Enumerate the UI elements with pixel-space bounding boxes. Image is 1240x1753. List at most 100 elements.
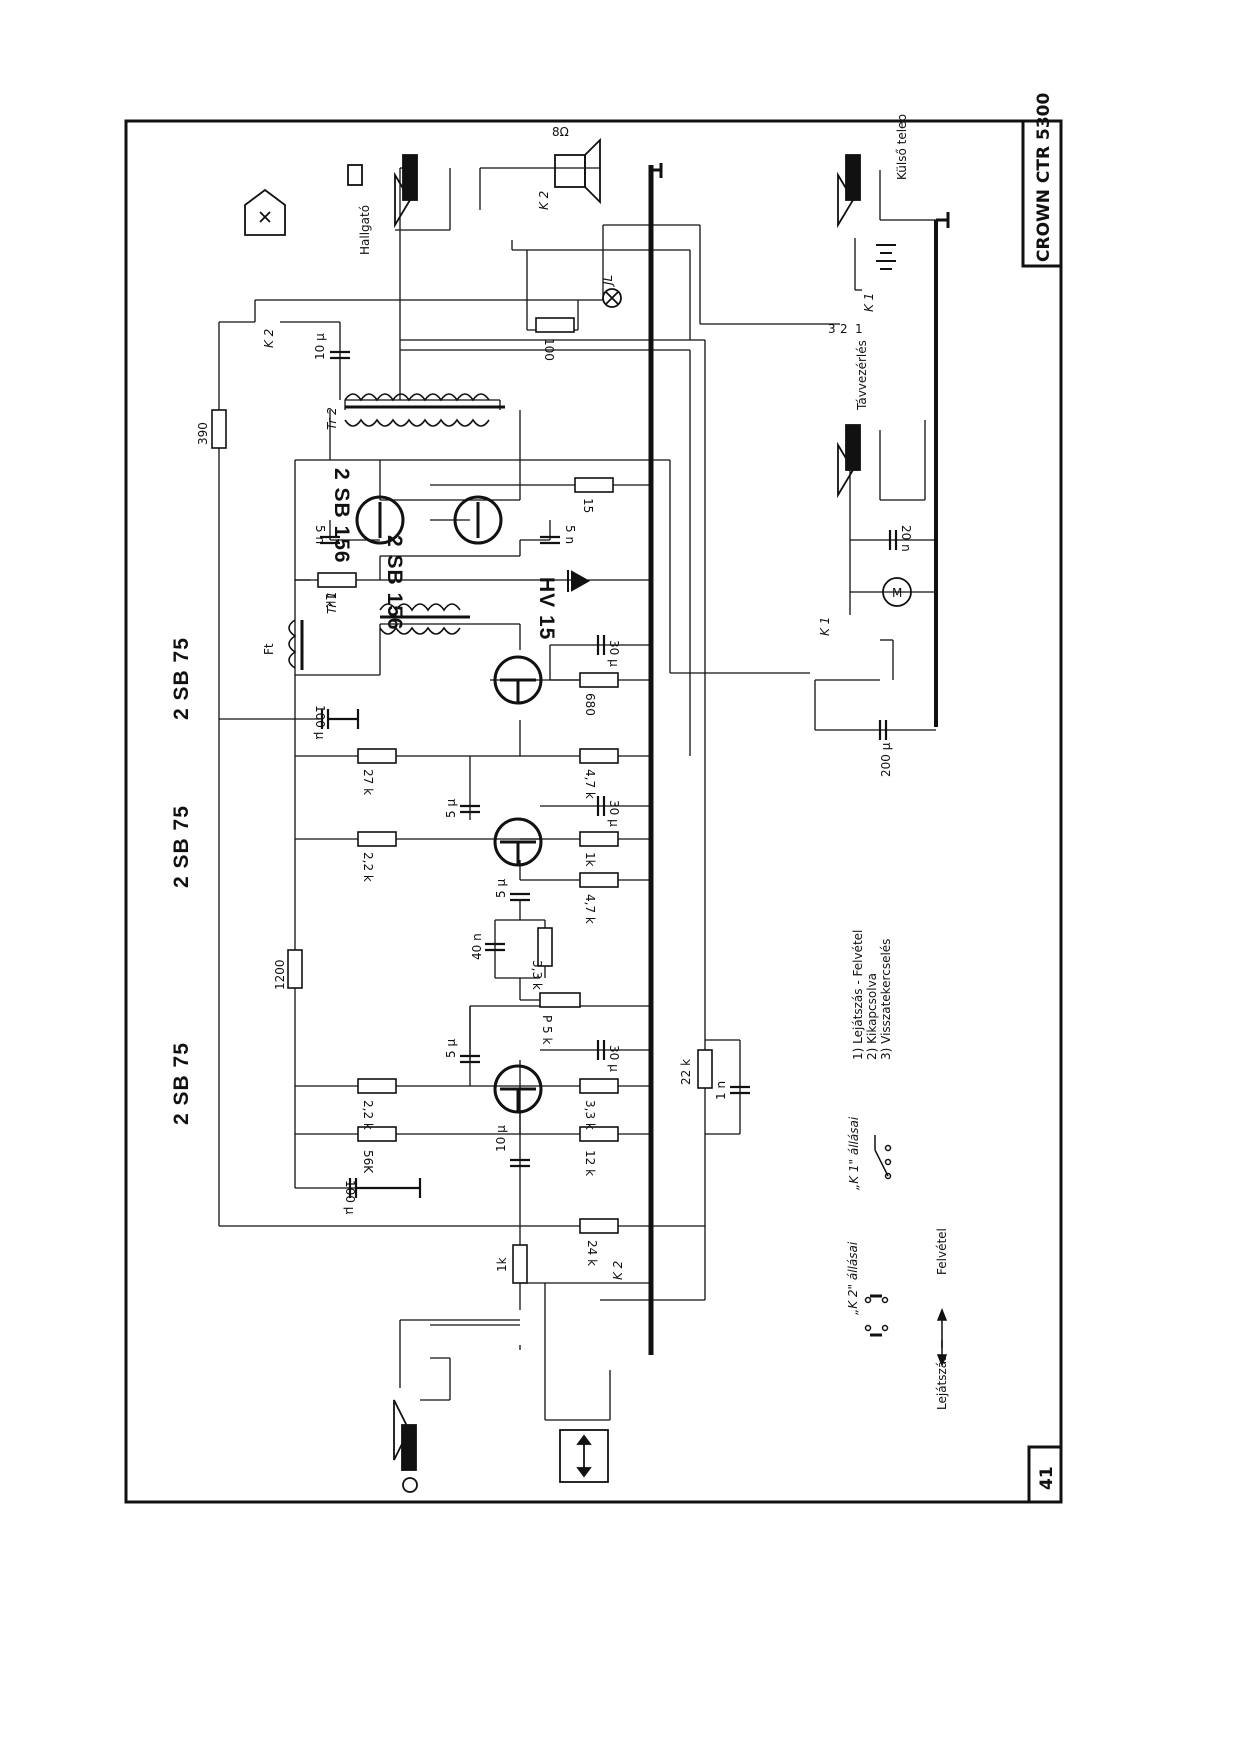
- label-stage3-transistor: 2 SB 75: [170, 637, 193, 720]
- svg-text:Tr 2: Tr 2: [325, 407, 339, 430]
- legend-k1-item-3: 3) Visszatekercselés: [879, 939, 893, 1060]
- svg-text:8Ω: 8Ω: [552, 125, 569, 139]
- svg-text:100 μ: 100 μ: [343, 1180, 357, 1215]
- resistor-390: [211, 409, 227, 449]
- resistor-1200: [287, 949, 303, 989]
- svg-text:1: 1: [855, 322, 863, 336]
- svg-text:200 μ: 200 μ: [879, 742, 893, 777]
- capacitor-40n: [485, 942, 505, 952]
- capacitor-5u-b: [510, 892, 530, 902]
- transistor-stage2: [493, 817, 543, 867]
- svg-text:24 k: 24 k: [585, 1240, 599, 1266]
- svg-text:K 2: K 2: [611, 1261, 625, 1280]
- svg-text:5 n: 5 n: [563, 525, 577, 544]
- svg-text:5 μ: 5 μ: [444, 1039, 458, 1058]
- page-number: 41: [1037, 1466, 1057, 1490]
- svg-text:30 μ: 30 μ: [607, 640, 621, 667]
- title-block: CROWN CTR 5300: [1021, 93, 1063, 268]
- main-rails: [218, 163, 950, 1355]
- capacitor-20n: [888, 530, 898, 550]
- legend-k1-item-1: 1) Lejátszás - Felvétel: [851, 930, 865, 1060]
- capacitor-100u-b: [320, 709, 360, 729]
- resistor-33k: [579, 1078, 619, 1094]
- remote-control-jack-icon: [837, 424, 861, 499]
- svg-text:4,7 k: 4,7 k: [583, 769, 597, 799]
- resistor-1k-c: [317, 572, 357, 588]
- svg-text:27 k: 27 k: [361, 769, 375, 795]
- svg-text:Hallgató: Hallgató: [358, 205, 372, 255]
- svg-text:2: 2: [840, 322, 848, 336]
- lamp-jl-icon: [602, 288, 622, 308]
- capacitor-5u-a: [460, 1054, 480, 1064]
- legend-k2-right-label: Felvétel: [935, 1228, 949, 1275]
- svg-text:2,2 k: 2,2 k: [361, 852, 375, 882]
- svg-text:5 μ: 5 μ: [444, 799, 458, 818]
- transistor-push-pull-b: [453, 495, 503, 545]
- motor-icon: [882, 577, 912, 607]
- legend-k2: „K 2" állásai Lejátszás Felvétel: [846, 1228, 949, 1410]
- label-stage1-transistor: 2 SB 75: [170, 1042, 193, 1125]
- resistor-22k-b: [357, 831, 397, 847]
- component-labels: 390 1200 1k 24 k 56K 12 k 2,2 k 3,3 k 2,…: [196, 333, 913, 1272]
- svg-text:3,3 k: 3,3 k: [583, 1100, 597, 1130]
- capacitor-30u-c: [596, 635, 606, 655]
- capacitor-5n-a: [320, 535, 340, 545]
- svg-text:10 μ: 10 μ: [494, 1125, 508, 1152]
- transformer-tr1: [379, 603, 470, 635]
- diagram-frame: [124, 119, 1063, 1504]
- svg-text:P 5 k: P 5 k: [540, 1015, 554, 1045]
- resistor-22k-a: [357, 1078, 397, 1094]
- legend-k1-item-2: 2) Kikapcsolva: [865, 973, 879, 1060]
- capacitor-1n: [730, 1085, 750, 1095]
- svg-text:1k: 1k: [583, 852, 597, 867]
- label-stage2-transistor: 2 SB 75: [170, 805, 193, 888]
- legend-k1: „K 1" állásai 1) Lejátszás - Felvétel 2)…: [847, 930, 893, 1190]
- resistor-1k-b: [579, 831, 619, 847]
- svg-text:3,3 k: 3,3 k: [530, 960, 544, 990]
- svg-text:12 k: 12 k: [583, 1150, 597, 1176]
- capacitors: [320, 350, 898, 1198]
- resistor-680: [579, 672, 619, 688]
- resistor-1k-in: [512, 1244, 528, 1284]
- svg-text:K 1: K 1: [818, 617, 832, 636]
- capacitor-30u-a: [596, 1040, 606, 1060]
- headphone-jack-icon: [347, 154, 418, 229]
- svg-text:K 2: K 2: [537, 191, 551, 210]
- svg-text:22 k: 22 k: [679, 1059, 693, 1085]
- title: CROWN CTR 5300: [1034, 93, 1054, 262]
- svg-text:Külső telep: Külső telep: [895, 114, 909, 180]
- record-head-icon: [559, 1429, 609, 1483]
- svg-text:1200: 1200: [273, 959, 287, 990]
- svg-text:Ft: Ft: [262, 643, 276, 655]
- input-jack-icon: [393, 1399, 418, 1493]
- svg-text:4,7 k: 4,7 k: [583, 894, 597, 924]
- svg-text:390: 390: [196, 422, 210, 445]
- resistor-27k: [357, 748, 397, 764]
- transistor-labels: 2 SB 75 2 SB 75 2 SB 75 2 SB 156 2 SB 15…: [170, 468, 558, 1125]
- svg-text:5 μ: 5 μ: [494, 879, 508, 898]
- svg-text:40 n: 40 n: [470, 933, 484, 960]
- svg-text:K 1: K 1: [862, 293, 876, 312]
- resistor-22k-big: [697, 1049, 713, 1089]
- resistor-12k: [579, 1126, 619, 1142]
- legend-k2-left-label: Lejátszás: [935, 1355, 949, 1410]
- svg-text:Távvezérlés: Távvezérlés: [855, 340, 869, 411]
- resistors: [211, 317, 713, 1284]
- svg-text:JL: JL: [601, 275, 615, 287]
- svg-text:2,2 k: 2,2 k: [361, 1100, 375, 1130]
- capacitor-10u-out: [330, 350, 350, 360]
- label-diode: HV 15: [535, 577, 558, 640]
- svg-text:1 n: 1 n: [714, 1081, 728, 1100]
- capacitor-5n-b: [540, 535, 560, 545]
- resistor-56k: [357, 1126, 397, 1142]
- misc-labels: Ft Tr 1 Tr 2 K 2 K 2 K 2 K 1 K 1 8Ω Hall…: [262, 114, 909, 1280]
- resistor-47k-b: [579, 748, 619, 764]
- page-number-block: 41: [1027, 1445, 1063, 1504]
- svg-text:10 μ: 10 μ: [313, 333, 327, 360]
- potentiometer: [539, 992, 581, 1008]
- transistor-push-pull-a: [355, 495, 405, 545]
- resistor-24k: [579, 1218, 619, 1234]
- svg-text:1k: 1k: [495, 1257, 509, 1272]
- resistor-33k-b: [537, 927, 553, 967]
